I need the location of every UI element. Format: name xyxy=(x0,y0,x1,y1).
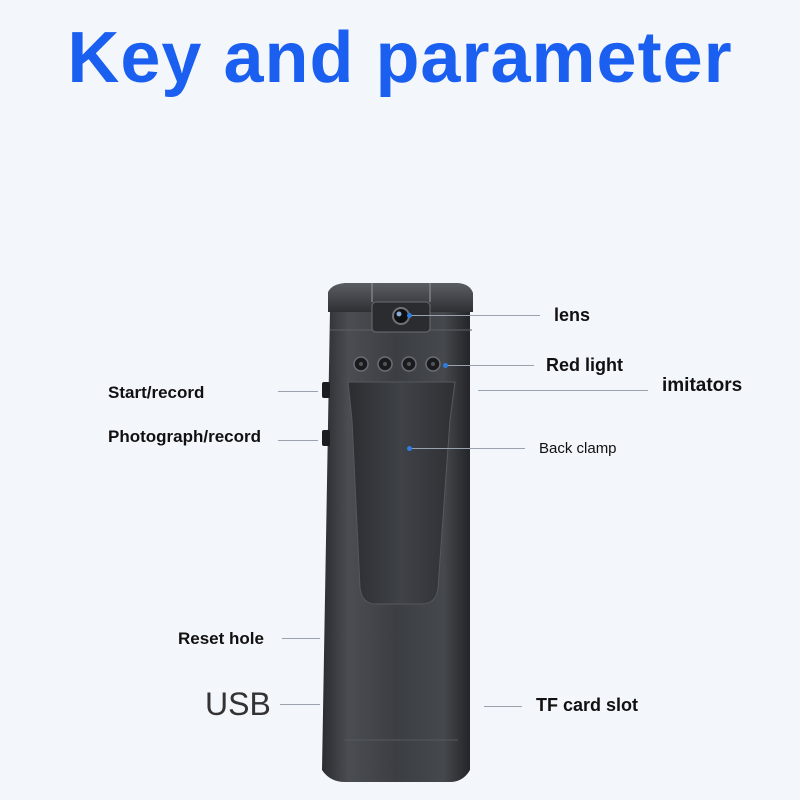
lens-leader-line xyxy=(410,315,540,316)
photograph-record-button xyxy=(322,430,330,446)
red-light-leader-line xyxy=(446,365,534,366)
page-title: Key and parameter xyxy=(67,18,733,98)
back-clamp-leader-line xyxy=(410,448,525,449)
start-record-leader-line xyxy=(278,391,318,392)
tf-card-slot-leader-line xyxy=(484,706,522,707)
back-clamp-label: Back clamp xyxy=(539,440,617,457)
back-clamp-marker-dot xyxy=(407,446,412,451)
lens-label: lens xyxy=(554,305,591,325)
device-top-cap xyxy=(328,283,473,312)
tf-card-slot-label: TF card slot xyxy=(536,695,639,715)
lens-marker-dot xyxy=(407,313,412,318)
usb-label: USB xyxy=(205,686,271,722)
start-record-button xyxy=(322,382,330,398)
start-record-label: Start/record xyxy=(108,383,205,402)
imitators-label: imitators xyxy=(662,375,743,396)
photograph-record-label: Photograph/record xyxy=(108,427,262,446)
red-light-label: Red light xyxy=(546,355,623,375)
reset-hole-label: Reset hole xyxy=(178,629,264,648)
usb-leader-line xyxy=(280,704,320,705)
photograph-record-leader-line xyxy=(278,440,318,441)
back-clamp xyxy=(347,381,456,605)
imitators-leader-line xyxy=(478,390,648,391)
reset-hole-leader-line xyxy=(282,638,320,639)
red-light-marker-dot xyxy=(443,363,448,368)
